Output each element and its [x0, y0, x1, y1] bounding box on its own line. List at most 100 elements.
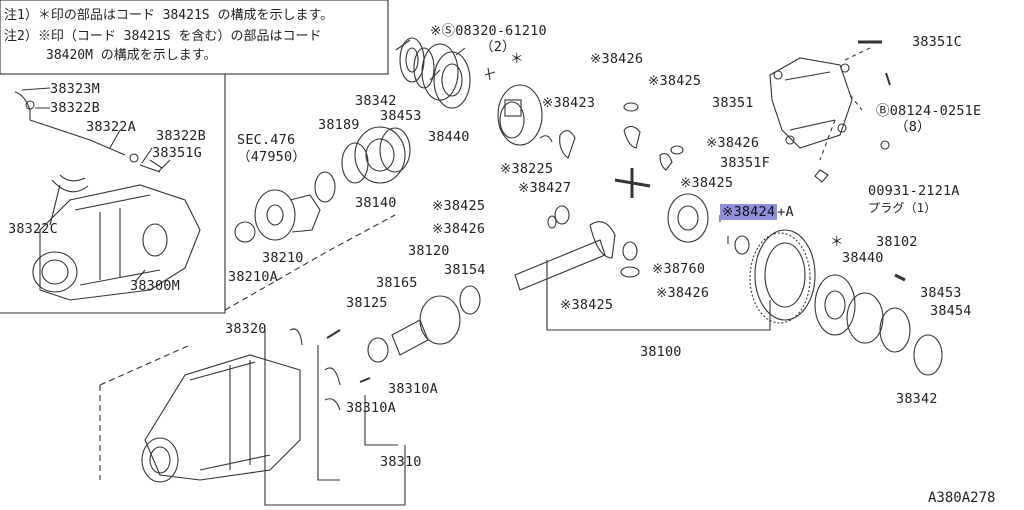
gear-38425-b [659, 153, 673, 171]
label-sec476-code: （47950） [237, 149, 307, 165]
bracket-c [324, 398, 341, 411]
label-38210[interactable]: 38210 [262, 250, 304, 266]
label-38322A[interactable]: 38322A [86, 119, 136, 135]
label-38425-d[interactable]: ※38425 [560, 297, 614, 313]
label-38322B-a[interactable]: 38322B [50, 100, 100, 116]
label-00931[interactable]: 00931-2121A [868, 183, 960, 199]
star-marker-2: ＊ [830, 234, 844, 250]
bolt-08320 [484, 67, 496, 81]
label-38102[interactable]: 38102 [876, 234, 918, 250]
label-38225[interactable]: ※38225 [500, 161, 554, 177]
highlight-38424[interactable]: ※38424 [720, 204, 778, 220]
label-38426-a[interactable]: ※38426 [590, 51, 644, 67]
bracket-38100 [546, 260, 771, 331]
bearing-38440-b [846, 292, 884, 344]
diagram-code: A380A278 [928, 490, 996, 506]
label-38125[interactable]: 38125 [346, 295, 388, 311]
ring-sec476 [314, 171, 336, 203]
label-38426-c[interactable]: ※38426 [432, 221, 486, 237]
label-38140[interactable]: 38140 [355, 195, 397, 211]
label-38310A-b[interactable]: 38310A [346, 400, 396, 416]
label-38454[interactable]: 38454 [930, 303, 972, 319]
label-38322B-b[interactable]: 38322B [156, 128, 206, 144]
ring-gear-38100 [749, 229, 816, 324]
bracket-38310 [264, 330, 406, 506]
washer-38426-b [670, 145, 684, 155]
label-38342-b[interactable]: 38342 [896, 391, 938, 407]
label-38760[interactable]: ※38760 [652, 261, 706, 277]
label-38351C[interactable]: 38351C [912, 34, 962, 50]
bearing-38342-b [913, 334, 943, 376]
pinion-shaft-38427 [614, 168, 651, 198]
gear-38425-d [554, 205, 570, 225]
label-38423[interactable]: ※38423 [542, 95, 596, 111]
washer-38426-c [620, 266, 640, 278]
label-38100[interactable]: 38100 [640, 344, 682, 360]
label-38310[interactable]: 38310 [380, 454, 422, 470]
label-08320[interactable]: ※Ⓢ08320-61210 [430, 23, 547, 39]
bearing-38760 [667, 193, 709, 243]
inset-diff-housing [32, 184, 201, 301]
flange-38210 [254, 189, 321, 241]
label-38426-d[interactable]: ※38426 [656, 285, 710, 301]
gear-38425-c [622, 241, 638, 261]
label-38323M[interactable]: 38323M [50, 81, 100, 97]
label-sec476[interactable]: SEC.476 [237, 132, 296, 148]
spacer-38125 [367, 337, 389, 363]
label-38440-a[interactable]: 38440 [428, 129, 470, 145]
label-08124[interactable]: Ⓑ08124-0251E [876, 103, 982, 119]
diff-case-top [497, 84, 543, 146]
washer-38426-a [623, 102, 639, 112]
label-38453-a[interactable]: 38453 [380, 108, 422, 124]
label-38342-a[interactable]: 38342 [355, 93, 397, 109]
collapsible-38165 [391, 319, 429, 356]
bracket-a [289, 328, 303, 346]
note-line-1: 注1）＊印の部品はコード 38421S の構成を示します。 [4, 8, 334, 23]
label-38310A-a[interactable]: 38310A [388, 381, 438, 397]
label-38425-b[interactable]: ※38425 [680, 175, 734, 191]
gear-38425-a [623, 125, 641, 149]
label-08124-qty: （8） [895, 119, 931, 135]
label-38165[interactable]: 38165 [376, 275, 418, 291]
label-38425-a[interactable]: ※38425 [648, 73, 702, 89]
label-38440-b[interactable]: 38440 [842, 250, 884, 266]
label-38320[interactable]: 38320 [225, 321, 267, 337]
gear-38423 [559, 130, 576, 159]
inset-vent-hose [14, 91, 126, 156]
bearing-38342 [399, 37, 435, 89]
label-38424-highlighted[interactable]: ※38424+A [720, 204, 794, 220]
washer-38225 [539, 135, 553, 143]
label-38120[interactable]: 38120 [408, 243, 450, 259]
label-08320-qty: （2） [480, 39, 516, 55]
nut-38210A [234, 221, 256, 243]
bracket-b [324, 367, 341, 386]
label-38427[interactable]: ※38427 [518, 180, 572, 196]
housing-38300 [141, 354, 301, 483]
label-38351F[interactable]: 38351F [720, 155, 770, 171]
label-38322C[interactable]: 38322C [8, 221, 58, 237]
label-38351[interactable]: 38351 [712, 95, 754, 111]
note-line-2: 注2）※印（コード 38421S を含む）の部品はコード [4, 29, 322, 44]
washer-38424 [734, 235, 750, 255]
label-38351G[interactable]: 38351G [152, 145, 202, 161]
inset-box [0, 73, 226, 314]
label-38453-b[interactable]: 38453 [920, 285, 962, 301]
cover-38351 [769, 57, 853, 149]
label-00931-plug: プラグ（1） [868, 201, 937, 215]
star-marker-1: ＊ [510, 51, 524, 67]
label-38425-c[interactable]: ※38425 [432, 198, 486, 214]
diff-case-right [814, 274, 856, 336]
drive-pinion-38120 [514, 221, 616, 291]
label-38300M[interactable]: 38300M [130, 278, 180, 294]
note-line-3: 38420M の構成を示します。 [46, 48, 217, 63]
label-38154[interactable]: 38154 [444, 262, 486, 278]
shim-38453 [879, 307, 911, 353]
bearing-38154 [419, 295, 461, 345]
bearing-38440 [421, 43, 471, 109]
label-38189[interactable]: 38189 [318, 117, 360, 133]
highlight-suffix: +A [777, 204, 794, 220]
label-38210A[interactable]: 38210A [228, 269, 278, 285]
label-38426-b[interactable]: ※38426 [706, 135, 760, 151]
